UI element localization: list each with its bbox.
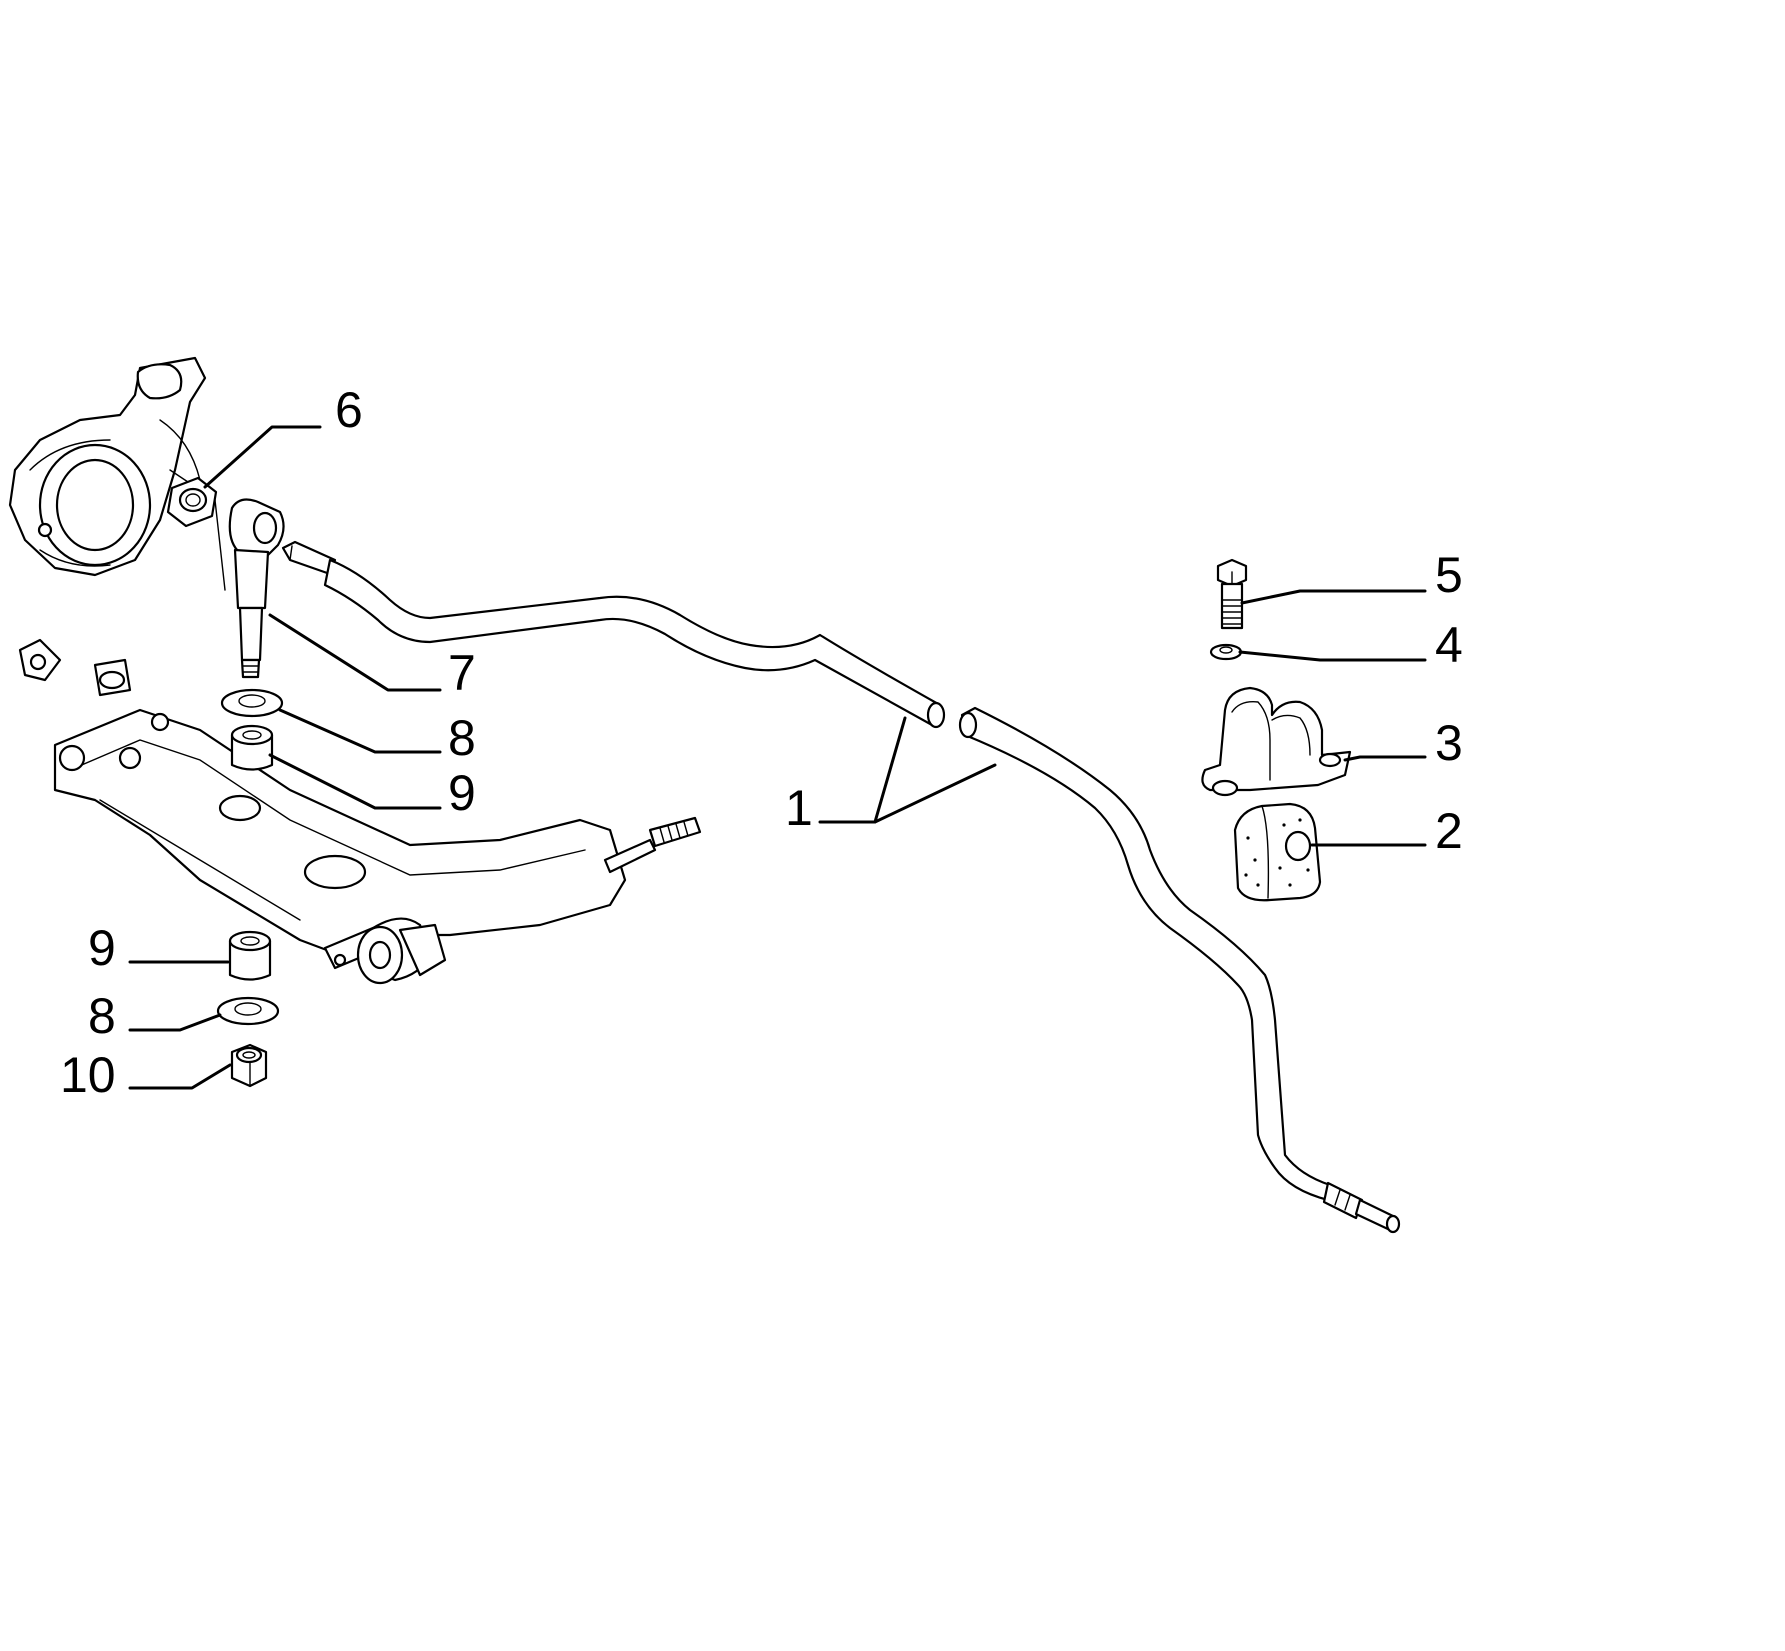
callout-2: 2 bbox=[1435, 803, 1463, 859]
steering-knuckle bbox=[8, 356, 226, 682]
callout-7: 7 bbox=[448, 645, 476, 701]
part-6-nut bbox=[166, 476, 218, 528]
callout-4: 4 bbox=[1435, 617, 1463, 673]
part-8-washer-upper bbox=[220, 688, 284, 718]
part-1-stabilizer-bar bbox=[281, 540, 1401, 1234]
part-5-bolt bbox=[1216, 558, 1248, 630]
part-3-bracket bbox=[1201, 686, 1352, 797]
part-2-bush bbox=[1233, 802, 1322, 902]
lower-control-arm bbox=[53, 658, 702, 985]
part-9-bush-lower bbox=[228, 930, 272, 981]
callout-3: 3 bbox=[1435, 715, 1463, 771]
callout-5: 5 bbox=[1435, 547, 1463, 603]
callout-8-lower: 8 bbox=[88, 988, 116, 1044]
leader-lines bbox=[128, 425, 1427, 1090]
callout-9-upper: 9 bbox=[448, 765, 476, 821]
part-10-nut bbox=[230, 1043, 268, 1088]
callout-6: 6 bbox=[335, 382, 363, 438]
callout-10: 10 bbox=[60, 1047, 116, 1103]
callout-labels: 6 7 8 9 1 5 4 3 2 9 8 10 bbox=[60, 382, 1463, 1103]
part-7-link-rod bbox=[228, 498, 285, 679]
callout-9-lower: 9 bbox=[88, 920, 116, 976]
callout-1: 1 bbox=[785, 780, 813, 836]
part-9-bush-upper bbox=[230, 724, 274, 771]
part-4-washer bbox=[1209, 643, 1243, 661]
callout-8-upper: 8 bbox=[448, 710, 476, 766]
part-8-washer-lower bbox=[216, 996, 280, 1026]
